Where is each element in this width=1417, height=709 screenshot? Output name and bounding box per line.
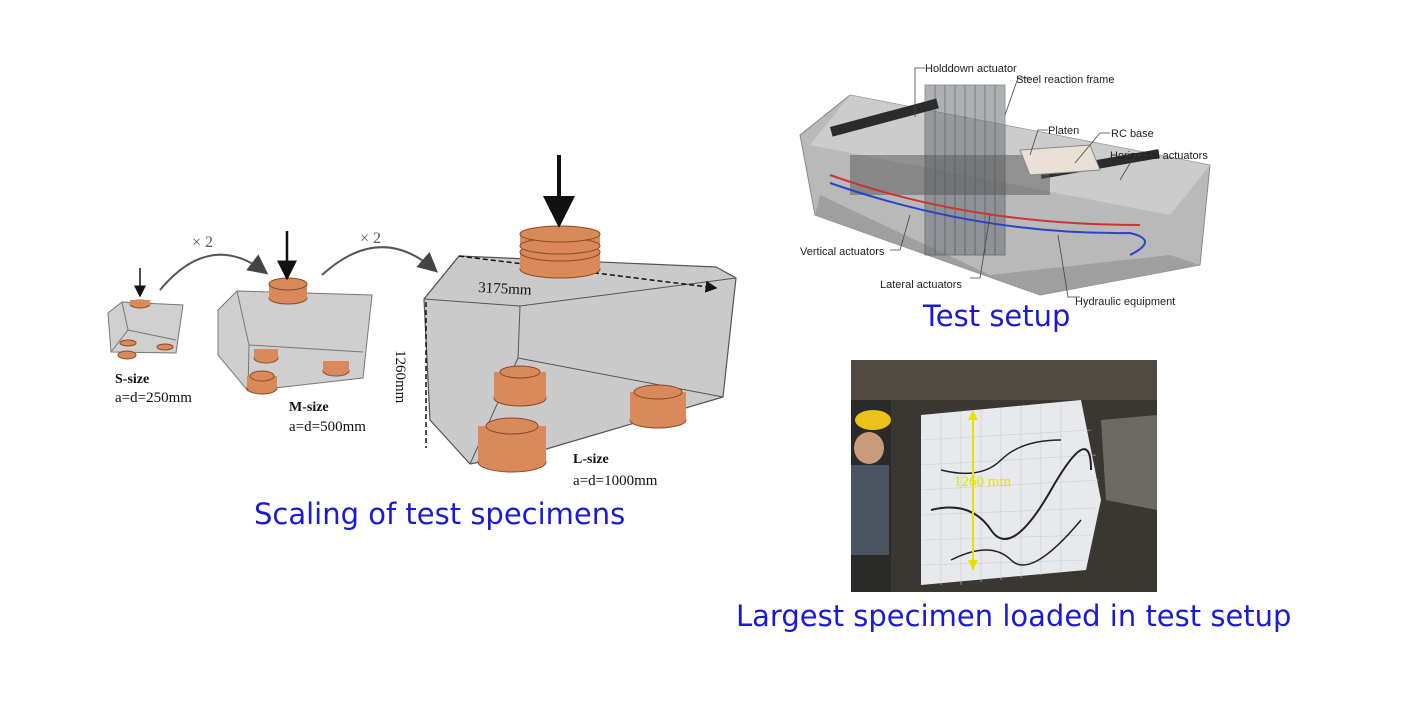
s-size-dimension: a=d=250mm [115, 390, 192, 406]
m-size-specimen [217, 231, 373, 395]
l-size-name: L-size [573, 452, 609, 467]
label-hydraulic-equipment: Hydraulic equipment [1075, 296, 1175, 308]
width-dimension-label: 3175mm [478, 280, 532, 299]
l-size-specimen [423, 155, 737, 473]
scale-arrow-1 [159, 253, 269, 291]
scale-factor-2: × 2 [360, 230, 381, 247]
l-size-dimension: a=d=1000mm [573, 473, 658, 489]
label-holddown-actuator: Holddown actuator [925, 63, 1017, 75]
scaling-caption: Scaling of test specimens [254, 497, 626, 531]
label-steel-reaction-frame: Steel reaction frame [1016, 74, 1114, 86]
height-dimension-label: 1260mm [392, 350, 408, 404]
scale-factor-1: × 2 [192, 234, 213, 251]
scale-arrow-2 [321, 246, 439, 276]
label-platen: Platen [1048, 125, 1079, 137]
label-rc-base: RC base [1111, 128, 1154, 140]
test-setup-caption: Test setup [923, 299, 1071, 333]
label-vertical-actuators: Vertical actuators [800, 246, 885, 258]
photo-caption: Largest specimen loaded in test setup [736, 599, 1292, 633]
specimen-photo: 1260 mm [851, 360, 1157, 592]
label-horizontal-actuators: Horizontal actuators [1110, 150, 1208, 162]
m-size-dimension: a=d=500mm [289, 419, 366, 435]
s-size-name: S-size [115, 372, 149, 387]
test-setup-diagram: Holddown actuator Steel reaction frame P… [799, 63, 1211, 308]
s-size-specimen [107, 268, 184, 360]
label-lateral-actuators: Lateral actuators [880, 279, 962, 291]
photo-height-label: 1260 mm [954, 474, 1011, 490]
m-size-name: M-size [289, 400, 329, 415]
